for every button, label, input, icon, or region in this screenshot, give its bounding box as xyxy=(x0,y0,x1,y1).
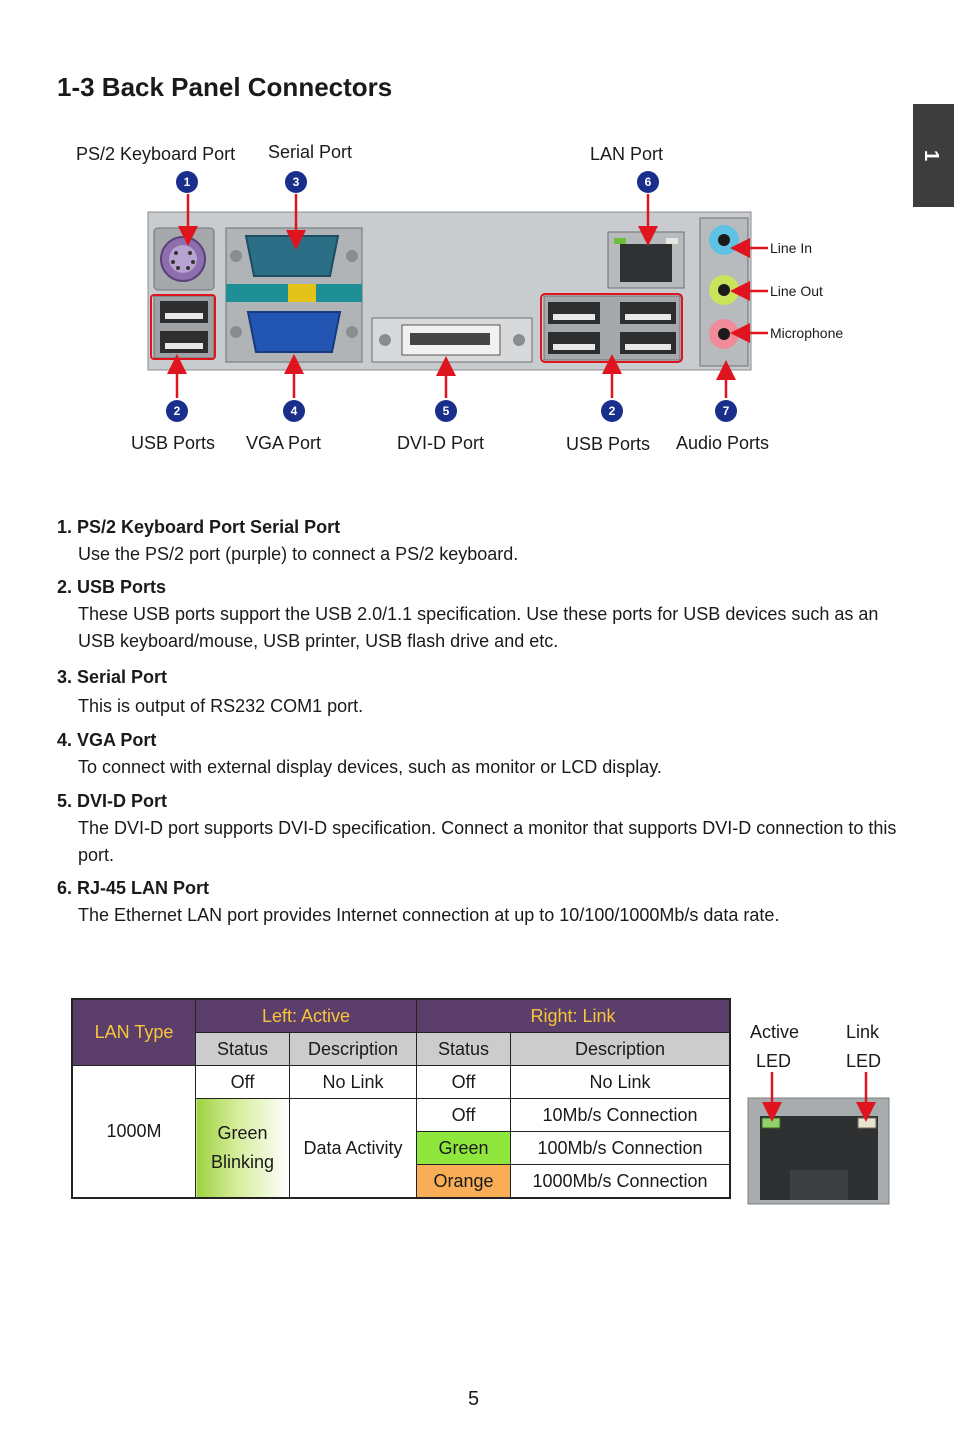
cell-data-activity: Data Activity xyxy=(289,1098,417,1199)
section-heading: 4. VGA Port xyxy=(57,730,157,750)
label-serial-port: Serial Port xyxy=(268,142,353,162)
cell-right-desc-1000mb: 1000Mb/s Connection xyxy=(510,1164,731,1199)
badge-6: 6 xyxy=(645,175,652,189)
label-lan-port: LAN Port xyxy=(590,144,664,164)
label-link-led: LED xyxy=(846,1051,882,1071)
cell-right-status-off: Off xyxy=(416,1065,511,1099)
section-body: Use the PS/2 port (purple) to connect a … xyxy=(78,544,519,564)
section-body: The DVI-D port supports DVI-D specificat… xyxy=(78,818,897,865)
green-blinking-line1: Green xyxy=(217,1123,268,1143)
badge-3: 3 xyxy=(293,175,300,189)
header-description: Description xyxy=(289,1032,417,1066)
section-body: To connect with external display devices… xyxy=(78,757,662,777)
label-active-led: LED xyxy=(756,1051,792,1071)
header-lan-type: LAN Type xyxy=(71,998,196,1066)
green-blinking-line2: Blinking xyxy=(210,1152,275,1172)
section-body: The Ethernet LAN port provides Internet … xyxy=(78,905,780,925)
ps2-port-icon xyxy=(153,227,215,291)
cell-left-desc-no-link: No Link xyxy=(289,1065,417,1099)
label-usb-ports-right: USB Ports xyxy=(566,434,651,454)
badge-7: 7 xyxy=(723,404,730,418)
header-status: Status xyxy=(416,1032,511,1066)
cell-right-status-off-10: Off xyxy=(416,1098,511,1132)
page-title: 1-3 Back Panel Connectors xyxy=(57,72,393,102)
section-heading: 5. DVI-D Port xyxy=(57,791,168,811)
label-link: Link xyxy=(846,1022,880,1042)
cell-right-desc-no-link: No Link xyxy=(510,1065,731,1099)
section-heading: 6. RJ-45 LAN Port xyxy=(57,878,210,898)
label-vga-port: VGA Port xyxy=(246,433,322,453)
dvi-port-icon xyxy=(371,317,533,363)
label-ps2-keyboard-port: PS/2 Keyboard Port xyxy=(76,144,236,164)
usb-ports-left-icon xyxy=(150,294,216,360)
label-audio-ports: Audio Ports xyxy=(676,433,770,453)
badge-1: 1 xyxy=(184,175,191,189)
page-number: 5 xyxy=(468,1388,480,1410)
cell-right-desc-10mb: 10Mb/s Connection xyxy=(510,1098,731,1132)
header-left-active: Left: Active xyxy=(195,998,417,1033)
cell-right-desc-100mb: 100Mb/s Connection xyxy=(510,1131,731,1165)
cell-right-status-green: Green xyxy=(416,1131,511,1165)
section-heading: 3. Serial Port xyxy=(57,667,168,687)
lan-led-table: LAN Type Left: Active Right: Link Status… xyxy=(71,998,731,1199)
header-right-link: Right: Link xyxy=(416,998,731,1033)
cell-lan-type-value: 1000M xyxy=(71,1065,196,1199)
label-dvi-d-port: DVI-D Port xyxy=(397,433,485,453)
badge-2-left: 2 xyxy=(174,404,181,418)
label-microphone: Microphone xyxy=(770,325,844,341)
section-body: These USB ports support the USB 2.0/1.1 … xyxy=(78,604,879,651)
section-body: This is output of RS232 COM1 port. xyxy=(78,696,364,716)
serial-vga-block-icon xyxy=(225,227,363,363)
cell-left-status-off: Off xyxy=(195,1065,290,1099)
section-heading: 2. USB Ports xyxy=(57,577,167,597)
label-line-in: Line In xyxy=(770,240,813,256)
rj45-port-icon xyxy=(747,1072,890,1205)
badge-2-right: 2 xyxy=(609,404,616,418)
chapter-tab: 1 xyxy=(913,104,954,207)
badge-5: 5 xyxy=(443,404,450,418)
cell-right-status-orange: Orange xyxy=(416,1164,511,1199)
cell-green-blinking: Green Blinking xyxy=(195,1098,290,1199)
label-line-out: Line Out xyxy=(770,283,823,299)
header-description: Description xyxy=(510,1032,731,1066)
back-panel-diagram: 1 3 6 2 4 5 2 7 xyxy=(147,171,768,422)
section-heading: 1. PS/2 Keyboard Port Serial Port xyxy=(57,517,341,537)
badge-4: 4 xyxy=(291,404,298,418)
label-usb-ports-left: USB Ports xyxy=(131,433,216,453)
header-status: Status xyxy=(195,1032,290,1066)
label-active: Active xyxy=(750,1022,800,1042)
